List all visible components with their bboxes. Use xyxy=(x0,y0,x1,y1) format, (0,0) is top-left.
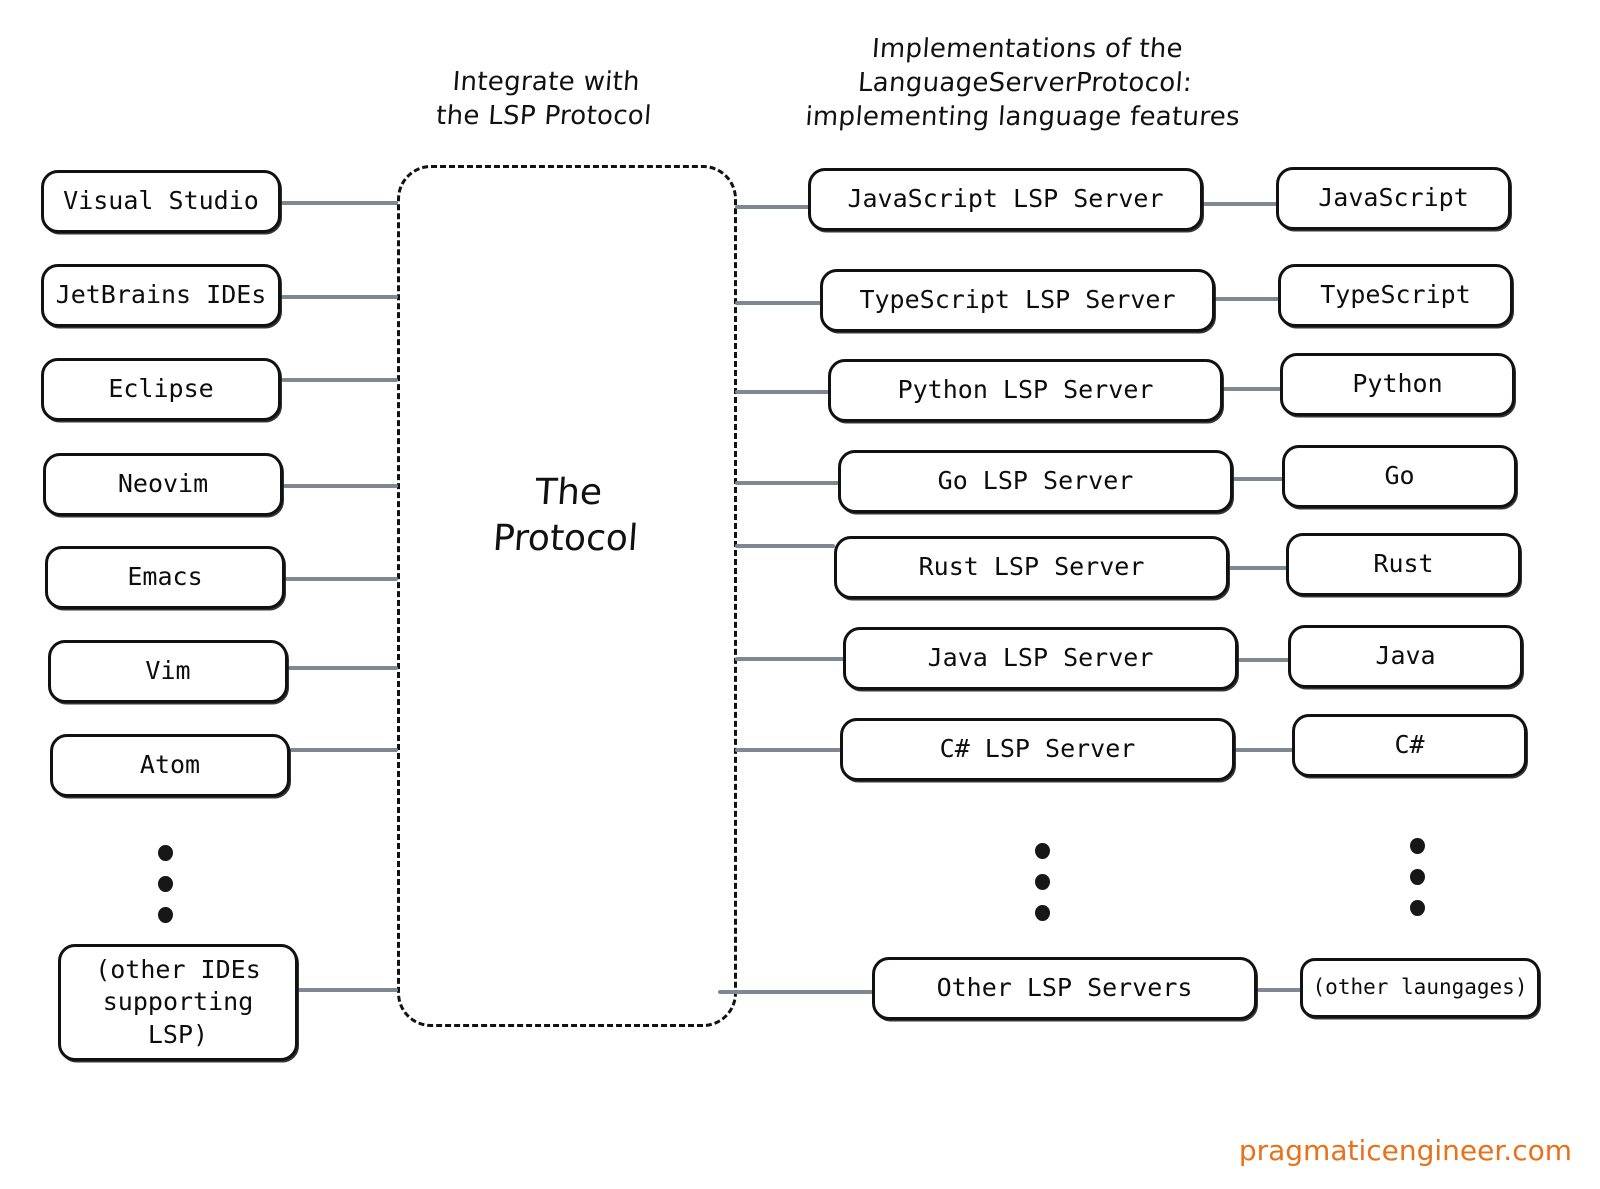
editors-ellipsis xyxy=(158,845,173,938)
emacs-to-protocol xyxy=(285,577,398,581)
protocol-to-rust-server xyxy=(735,544,835,548)
server-node-go-lsp-server[interactable]: Go LSP Server xyxy=(838,450,1233,513)
protocol-to-other-servers xyxy=(718,990,873,994)
rust-server-to-language xyxy=(1229,566,1287,570)
other-servers-to-other-languages xyxy=(1257,988,1301,992)
language-node-javascript[interactable]: JavaScript xyxy=(1276,167,1511,230)
visual-studio-to-protocol xyxy=(281,201,398,205)
editor-node-emacs[interactable]: Emacs xyxy=(45,546,285,609)
language-node-python[interactable]: Python xyxy=(1280,353,1515,416)
language-node-rust[interactable]: Rust xyxy=(1286,533,1521,596)
ellipsis-dot xyxy=(1410,838,1425,854)
language-node-other-laungages[interactable]: (other laungages) xyxy=(1300,958,1540,1018)
language-node-go[interactable]: Go xyxy=(1282,445,1517,508)
server-node-typescript-lsp-server[interactable]: TypeScript LSP Server xyxy=(820,269,1215,332)
servers-ellipsis xyxy=(1035,843,1050,936)
protocol-to-python-server xyxy=(735,390,829,394)
protocol-label: The Protocol xyxy=(491,472,640,560)
protocol-to-csharp-server xyxy=(735,748,841,752)
protocol-to-typescript-server xyxy=(735,301,821,305)
ellipsis-dot xyxy=(1035,874,1050,890)
typescript-server-to-language xyxy=(1215,297,1279,301)
ellipsis-dot xyxy=(158,907,173,923)
csharp-server-to-language xyxy=(1235,748,1293,752)
eclipse-to-protocol xyxy=(281,378,398,382)
watermark: pragmaticengineer.com xyxy=(1238,1134,1572,1167)
ellipsis-dot xyxy=(158,845,173,861)
server-node-other-lsp-servers[interactable]: Other LSP Servers xyxy=(872,957,1257,1020)
editor-node-other-ides-supporting-lsp[interactable]: (other IDEs supporting LSP) xyxy=(58,944,298,1061)
python-server-to-language xyxy=(1223,387,1281,391)
ellipsis-dot xyxy=(1410,869,1425,885)
editor-node-jetbrains-ides[interactable]: JetBrains IDEs xyxy=(41,264,281,327)
server-node-rust-lsp-server[interactable]: Rust LSP Server xyxy=(834,536,1229,599)
server-node-java-lsp-server[interactable]: Java LSP Server xyxy=(843,627,1238,690)
editor-node-visual-studio[interactable]: Visual Studio xyxy=(41,170,281,233)
jetbrains-to-protocol xyxy=(281,295,398,299)
heading-integrate-with-lsp: Integrate with the LSP Protocol xyxy=(435,67,653,131)
go-server-to-language xyxy=(1233,477,1283,481)
editor-node-atom[interactable]: Atom xyxy=(50,734,290,797)
javascript-server-to-language xyxy=(1203,202,1277,206)
editor-node-eclipse[interactable]: Eclipse xyxy=(41,358,281,421)
ellipsis-dot xyxy=(158,876,173,892)
protocol-to-go-server xyxy=(735,481,839,485)
ellipsis-dot xyxy=(1410,900,1425,916)
protocol-to-javascript-server xyxy=(735,205,810,209)
ellipsis-dot xyxy=(1035,905,1050,921)
server-node-csharp-lsp-server[interactable]: C# LSP Server xyxy=(840,718,1235,781)
language-node-csharp[interactable]: C# xyxy=(1292,714,1527,777)
neovim-to-protocol xyxy=(283,484,398,488)
atom-to-protocol xyxy=(290,748,398,752)
vim-to-protocol xyxy=(288,666,398,670)
language-node-typescript[interactable]: TypeScript xyxy=(1278,264,1513,327)
server-node-javascript-lsp-server[interactable]: JavaScript LSP Server xyxy=(808,168,1203,231)
protocol-container xyxy=(397,165,737,1027)
heading-implementations: Implementations of the LanguageServerPro… xyxy=(804,34,1241,132)
editor-node-vim[interactable]: Vim xyxy=(48,640,288,703)
language-node-java[interactable]: Java xyxy=(1288,625,1523,688)
ellipsis-dot xyxy=(1035,843,1050,859)
editor-node-neovim[interactable]: Neovim xyxy=(43,453,283,516)
languages-ellipsis xyxy=(1410,838,1425,931)
other-ides-to-protocol xyxy=(298,988,398,992)
server-node-python-lsp-server[interactable]: Python LSP Server xyxy=(828,359,1223,422)
protocol-to-java-server xyxy=(735,657,844,661)
java-server-to-language xyxy=(1238,658,1289,662)
